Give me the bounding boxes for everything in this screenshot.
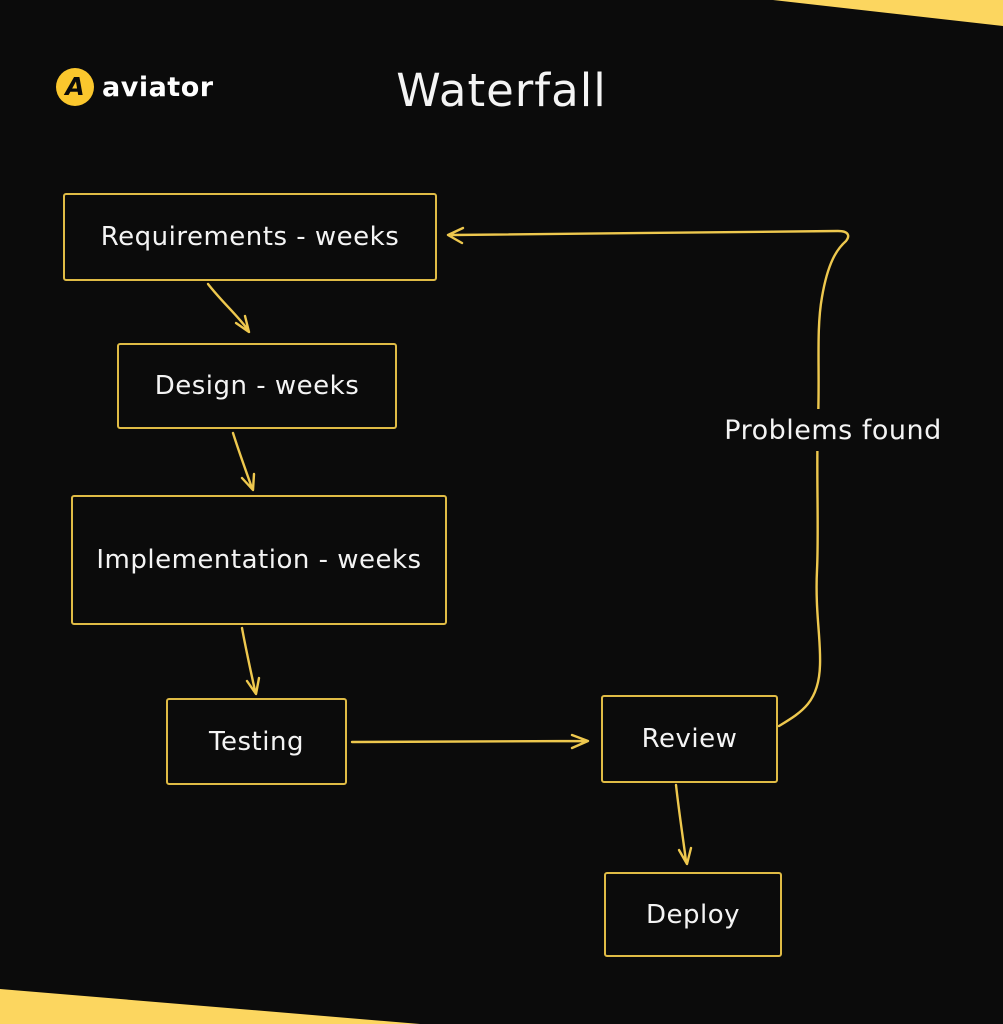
node-implementation-label: Implementation - weeks xyxy=(96,545,422,575)
node-deploy-label: Deploy xyxy=(645,899,741,930)
arrow-implementation-to-testing xyxy=(240,626,261,696)
aviator-logo-icon: A xyxy=(56,68,94,106)
node-requirements: Requirements - weeks xyxy=(63,193,437,281)
brand-logo: A aviator xyxy=(56,68,214,106)
arrow-review-to-requirements-feedback xyxy=(446,226,850,728)
node-review: Review xyxy=(601,695,778,783)
node-review-label: Review xyxy=(641,724,738,754)
brand-name: aviator xyxy=(102,71,214,103)
arrow-testing-to-review xyxy=(350,733,590,750)
node-deploy: Deploy xyxy=(604,872,782,957)
node-testing-label: Testing xyxy=(209,726,304,757)
node-design: Design - weeks xyxy=(117,343,397,429)
feedback-edge-label: Problems found xyxy=(722,409,944,451)
arrow-design-to-implementation xyxy=(231,431,256,492)
node-design-label: Design - weeks xyxy=(154,371,360,401)
node-requirements-label: Requirements - weeks xyxy=(100,222,400,252)
arrow-requirements-to-design xyxy=(206,282,251,334)
page-title: Waterfall xyxy=(396,64,607,117)
node-testing: Testing xyxy=(166,698,347,785)
logo-letter: A xyxy=(65,71,85,101)
arrow-review-to-deploy xyxy=(674,783,693,866)
node-implementation: Implementation - weeks xyxy=(71,495,447,625)
